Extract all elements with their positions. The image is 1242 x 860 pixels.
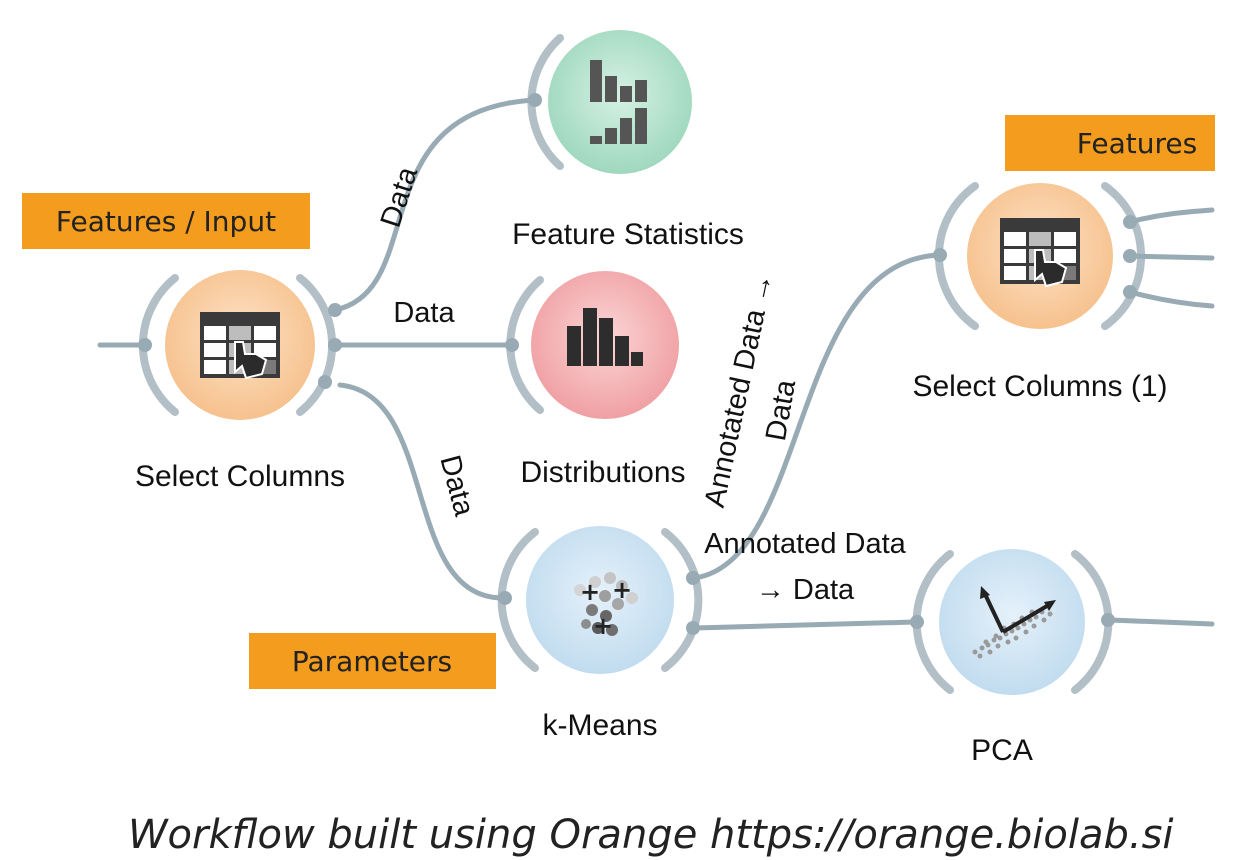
input-port[interactable] <box>528 93 542 107</box>
input-port[interactable] <box>910 615 924 629</box>
node-title-select-columns: Select Columns <box>135 460 345 493</box>
input-port[interactable] <box>138 338 152 352</box>
links <box>97 97 1215 631</box>
k-means-cluster-icon: + + + <box>574 572 638 640</box>
input-port[interactable] <box>505 338 519 352</box>
link-select-to-feature-statistics[interactable] <box>332 97 538 313</box>
tag-parameters: Parameters <box>249 633 496 689</box>
output-port-2[interactable] <box>328 338 342 352</box>
node-title-select-columns-1: Select Columns (1) <box>912 370 1167 403</box>
output-bracket <box>661 528 703 672</box>
histogram-icon <box>567 308 643 366</box>
link-k-means-to-pca[interactable] <box>692 619 918 631</box>
output-port-2[interactable] <box>686 621 700 635</box>
table-cursor-icon <box>200 312 280 380</box>
node-title-pca: PCA <box>971 734 1033 767</box>
node-feature-statistics[interactable]: Feature Statistics <box>512 30 744 251</box>
output-port-1[interactable] <box>686 571 700 585</box>
widget-circle[interactable] <box>939 549 1085 695</box>
node-distributions[interactable]: Distributions <box>505 271 686 489</box>
link-label-to-k-means: Data <box>433 452 480 520</box>
link-k-means-to-select-columns-1[interactable] <box>692 252 943 581</box>
link-select-to-k-means[interactable] <box>337 382 508 601</box>
output-link-pca <box>1107 617 1215 627</box>
widget-circle[interactable] <box>526 526 674 674</box>
node-title-k-means: k-Means <box>542 709 657 742</box>
caption: Workflow built using Orange https://oran… <box>128 812 1174 858</box>
link-label-to-distributions: Data <box>393 297 455 329</box>
node-title-distributions: Distributions <box>520 456 685 489</box>
feature-statistics-icon <box>590 60 647 144</box>
svg-text:+: + <box>593 612 613 640</box>
output-port-3[interactable] <box>318 375 332 389</box>
link-label-to-feature-statistics: Data <box>375 162 425 231</box>
output-port[interactable] <box>1101 613 1115 627</box>
input-port[interactable] <box>933 248 947 262</box>
node-title-feature-statistics: Feature Statistics <box>512 218 744 251</box>
output-port-1[interactable] <box>328 303 342 317</box>
output-link-select-columns-1-a <box>1127 207 1215 225</box>
tag-label: Parameters <box>292 645 452 678</box>
node-select-columns[interactable]: Select Columns <box>135 270 345 493</box>
output-bracket <box>1101 182 1146 330</box>
tag-features: Features <box>1005 115 1215 171</box>
link-label-k-means-to-pca-line2: → Data <box>756 574 855 606</box>
tag-label: Features <box>1077 127 1197 160</box>
tag-features-input: Features / Input <box>22 193 310 249</box>
link-label-k-means-to-pca-line1: Annotated Data <box>704 528 906 560</box>
table-cursor-icon <box>1000 218 1080 288</box>
pca-scatter-icon <box>972 586 1056 659</box>
input-port[interactable] <box>498 591 512 605</box>
svg-text:+: + <box>612 576 632 604</box>
svg-text:+: + <box>580 578 600 606</box>
node-pca[interactable]: PCA <box>910 549 1115 767</box>
node-k-means[interactable]: + + + k-Means <box>497 526 703 742</box>
output-port-3[interactable] <box>1123 285 1137 299</box>
node-select-columns-1[interactable]: Select Columns (1) <box>912 182 1168 403</box>
output-port-2[interactable] <box>1123 249 1137 263</box>
tag-label: Features / Input <box>56 205 276 238</box>
output-link-select-columns-1-c <box>1127 289 1215 309</box>
output-port-1[interactable] <box>1123 215 1137 229</box>
